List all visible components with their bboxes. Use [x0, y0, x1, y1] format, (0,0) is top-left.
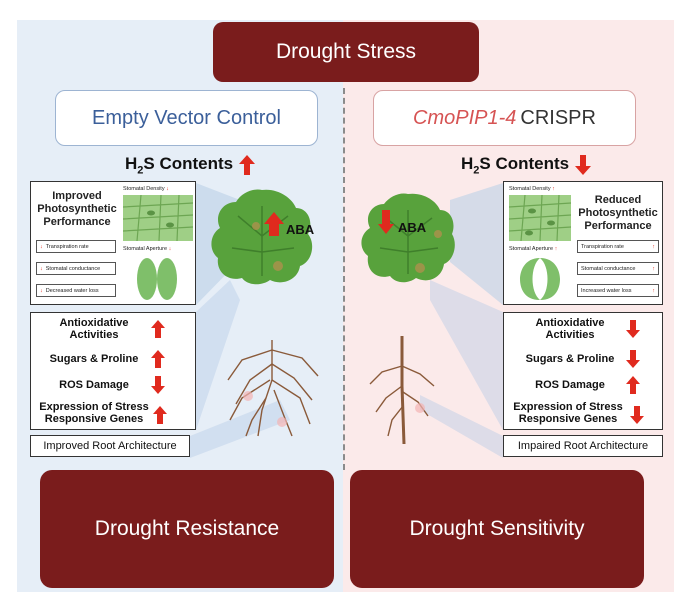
- crispr-label: CRISPR: [520, 106, 596, 129]
- stress-genes-label: Expression of Stress Responsive Genes: [513, 401, 623, 425]
- header-empty-vector-control: Empty Vector Control: [55, 90, 318, 146]
- stress-box-right: Antioxidative Activities Sugars & Prolin…: [503, 312, 663, 430]
- center-divider: [343, 88, 345, 470]
- outcome-drought-resistance: Drought Resistance: [40, 470, 334, 588]
- sugars-proline-label: Sugars & Proline: [49, 353, 139, 365]
- root-icon: [369, 336, 435, 445]
- param-transpiration: ↓Transpiration rate: [36, 240, 116, 253]
- param-conductance: ↓Stomatal conductance: [36, 262, 116, 275]
- param-transpiration: Transpiration rate↑: [577, 240, 659, 253]
- root-architecture-right: Impaired Root Architecture: [503, 435, 663, 457]
- stress-genes-label: Expression of Stress Responsive Genes: [39, 401, 149, 425]
- stomatal-aperture-label: Stomatal Aperture ↓: [123, 246, 172, 252]
- down-arrow-icon: [575, 155, 592, 176]
- leaf-icon: ABA: [361, 193, 455, 283]
- up-arrow-icon: [151, 320, 165, 338]
- param-conductance: Stomatal conductance↑: [577, 262, 659, 275]
- root-icon: [227, 340, 319, 437]
- photosynthesis-box-left: Improved Photosynthetic Performance Stom…: [30, 181, 196, 305]
- down-arrow-icon: [626, 320, 640, 338]
- stomata-icon: [509, 195, 571, 241]
- up-arrow-icon: [153, 406, 167, 424]
- sugars-proline-label: Sugars & Proline: [525, 353, 615, 365]
- antioxidative-label: Antioxidative Activities: [59, 317, 129, 341]
- down-arrow-icon: [151, 376, 165, 394]
- h2s-contents-left: H2S Contents: [125, 154, 256, 176]
- antioxidative-label: Antioxidative Activities: [535, 317, 605, 341]
- stomatal-density-label: Stomatal Density ↓: [123, 186, 169, 192]
- down-arrow-icon: [630, 406, 644, 424]
- ros-damage-label: ROS Damage: [59, 379, 129, 391]
- root-architecture-left: Improved Root Architecture: [30, 435, 190, 457]
- stomata-icon: [123, 195, 193, 241]
- stomatal-density-label: Stomatal Density ↑: [509, 186, 555, 192]
- title-drought-stress: Drought Stress: [213, 22, 479, 82]
- param-water-loss: ↓Decreased water loss: [36, 284, 116, 297]
- up-arrow-icon: [151, 350, 165, 368]
- outcome-drought-sensitivity: Drought Sensitivity: [350, 470, 644, 588]
- stress-box-left: Antioxidative Activities Sugars & Prolin…: [30, 312, 196, 430]
- stomata-open-icon: [520, 258, 560, 300]
- h2s-contents-right: H2S Contents: [461, 154, 592, 176]
- stomata-closed-icon: [137, 258, 177, 300]
- param-water-loss: Increased water loss↑: [577, 284, 659, 297]
- up-arrow-icon: [626, 376, 640, 394]
- performance-label: Reduced Photosynthetic Performance: [578, 194, 658, 232]
- aba-label: ABA: [398, 220, 427, 235]
- gene-name: CmoPIP1-4: [413, 106, 517, 129]
- down-arrow-icon: [626, 350, 640, 368]
- leaf-icon: ABA: [211, 189, 315, 285]
- performance-label: Improved Photosynthetic Performance: [37, 190, 117, 228]
- up-arrow-icon: [239, 155, 256, 176]
- photosynthesis-box-right: Stomatal Density ↑ Stomatal Aperture ↑ R…: [503, 181, 663, 305]
- aba-label: ABA: [286, 222, 315, 237]
- header-crispr: CmoPIP1-4 CRISPR: [373, 90, 636, 146]
- ros-damage-label: ROS Damage: [535, 379, 605, 391]
- stomatal-aperture-label: Stomatal Aperture ↑: [509, 246, 558, 252]
